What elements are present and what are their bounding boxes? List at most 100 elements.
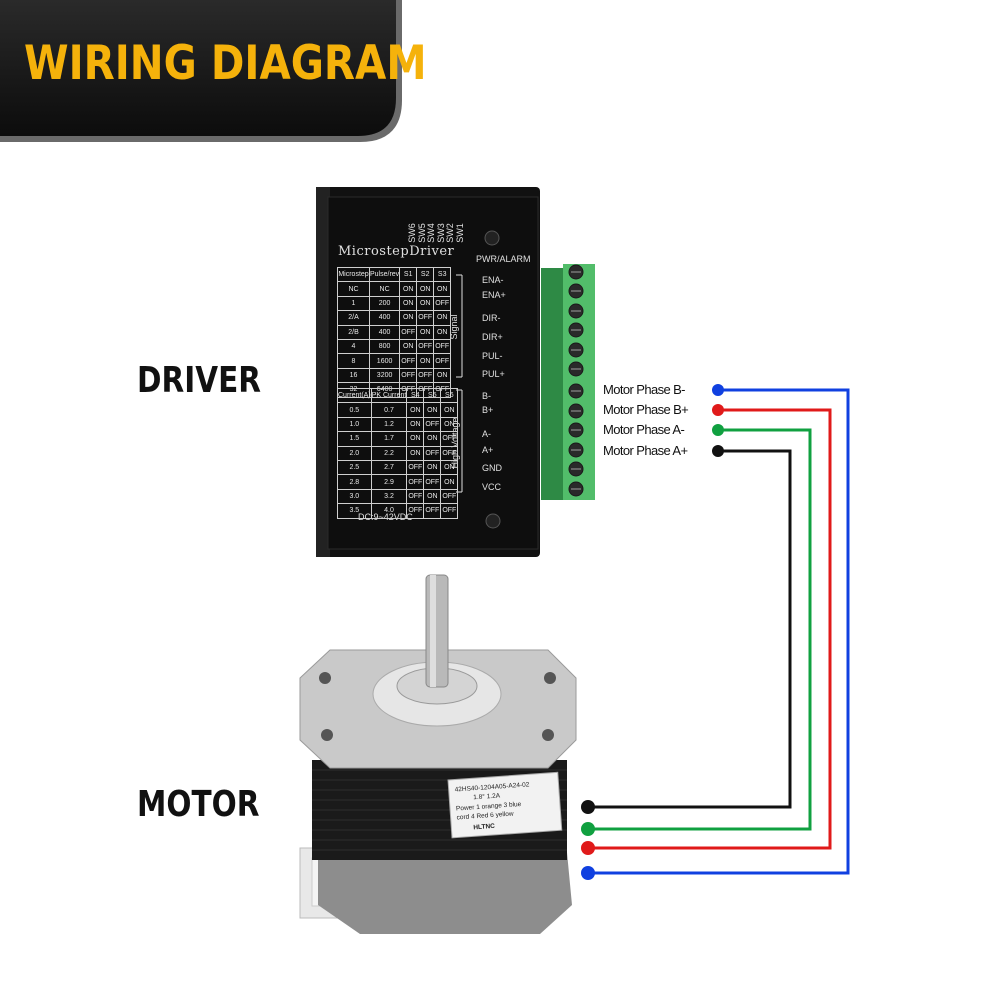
table-cell: OFF	[416, 338, 435, 355]
table-cell: 3200	[368, 367, 401, 384]
table-cell: OFF	[399, 324, 418, 340]
terminal-label: A+	[482, 445, 494, 455]
table-cell: ON	[399, 295, 418, 312]
table-cell: NC	[368, 281, 401, 297]
wire	[588, 428, 812, 831]
table-cell: 2/B	[337, 324, 370, 340]
table-cell: OFF	[406, 488, 425, 505]
table-cell: 200	[368, 295, 401, 312]
table-cell: Current(A)	[337, 387, 372, 404]
driver-label: DRIVER	[137, 360, 261, 401]
plate-line: 1.8° 1.2A	[473, 791, 501, 801]
terminal-label: ENA+	[482, 290, 506, 300]
table-cell: 2.7	[370, 459, 408, 476]
wire	[588, 449, 792, 809]
switch-label: SW2	[445, 223, 456, 243]
table-cell: OFF	[423, 503, 442, 519]
table-cell: ON	[406, 416, 425, 433]
wire-end-icon	[712, 445, 724, 457]
wire-end-icon	[581, 822, 595, 836]
wire-end-icon	[712, 384, 724, 396]
terminal-label: B-	[482, 391, 491, 401]
table-cell: OFF	[399, 353, 418, 369]
wire-end-icon	[712, 424, 724, 436]
wire-label: Motor Phase B-	[603, 382, 686, 397]
plate-line: Power 1 orange 3 blue	[456, 801, 522, 813]
table-cell: 3.5	[337, 503, 372, 519]
wire-label: Motor Phase B+	[603, 402, 689, 417]
table-cell: 0.7	[370, 402, 408, 418]
table-cell: ON	[416, 281, 435, 297]
table-cell: OFF	[440, 488, 459, 505]
table-cell: ON	[406, 431, 425, 447]
table-cell: S1	[399, 266, 418, 283]
table-cell: OFF	[399, 367, 418, 384]
table-cell: 2.0	[337, 445, 372, 461]
switch-label: SW6	[407, 223, 417, 243]
table-cell: 4	[337, 338, 370, 355]
switch-label: SW4	[426, 223, 437, 243]
table-cell: 2/A	[337, 310, 370, 326]
terminal-label: PUL-	[482, 351, 503, 361]
table-cell: 1.7	[370, 431, 408, 447]
terminal-label: DIR-	[482, 313, 501, 323]
table-cell: Microstep	[337, 266, 370, 283]
plate-line: HLTNC	[473, 823, 495, 832]
table-cell: OFF	[433, 295, 452, 312]
table-cell: ON	[399, 310, 418, 326]
motor-nameplate: 42HS40-1204A05-A24-02 1.8° 1.2A Power 1 …	[447, 771, 563, 839]
table-cell: 1.5	[337, 431, 372, 447]
wire-label: Motor Phase A-	[603, 422, 685, 437]
table-cell: 1.2	[370, 416, 408, 433]
terminal-label: DIR+	[482, 332, 503, 342]
page-title: WIRING DIAGRAM	[24, 36, 427, 91]
table-cell: ON	[423, 402, 442, 418]
table-cell: OFF	[440, 503, 459, 519]
pwr-alarm-label: PWR/ALARM	[476, 254, 531, 264]
table-cell: 4.0	[370, 503, 408, 519]
table-cell: 1600	[368, 353, 401, 369]
terminal-label: GND	[482, 463, 502, 473]
table-cell: 2.5	[337, 459, 372, 476]
table-cell: OFF	[406, 503, 425, 519]
table-cell: 2.9	[370, 474, 408, 490]
table-cell: S5	[423, 387, 442, 404]
driver-name: MicrostepDriver	[338, 244, 455, 259]
table-cell: ON	[416, 353, 435, 369]
wire	[588, 408, 832, 850]
table-cell: OFF	[440, 445, 459, 461]
table-cell: OFF	[433, 338, 452, 355]
table-cell: S3	[433, 266, 452, 283]
table-cell: OFF	[423, 445, 442, 461]
table-cell: S4	[406, 387, 425, 404]
table-cell: OFF	[416, 367, 435, 384]
table-cell: 400	[368, 324, 401, 340]
table-cell: Pulse/rev	[368, 266, 401, 283]
table-cell: ON	[416, 295, 435, 312]
terminal-block	[541, 264, 595, 500]
table-cell: 800	[368, 338, 401, 355]
table-cell: ON	[440, 474, 459, 490]
table-cell: NC	[337, 281, 370, 297]
table-cell: 1	[337, 295, 370, 312]
motor-label: MOTOR	[137, 784, 260, 825]
table-cell: OFF	[423, 474, 442, 490]
table-cell: ON	[406, 445, 425, 461]
table-cell: 16	[337, 367, 370, 384]
wire-end-icon	[581, 841, 595, 855]
table-cell: 400	[368, 310, 401, 326]
table-cell: ON	[416, 324, 435, 340]
